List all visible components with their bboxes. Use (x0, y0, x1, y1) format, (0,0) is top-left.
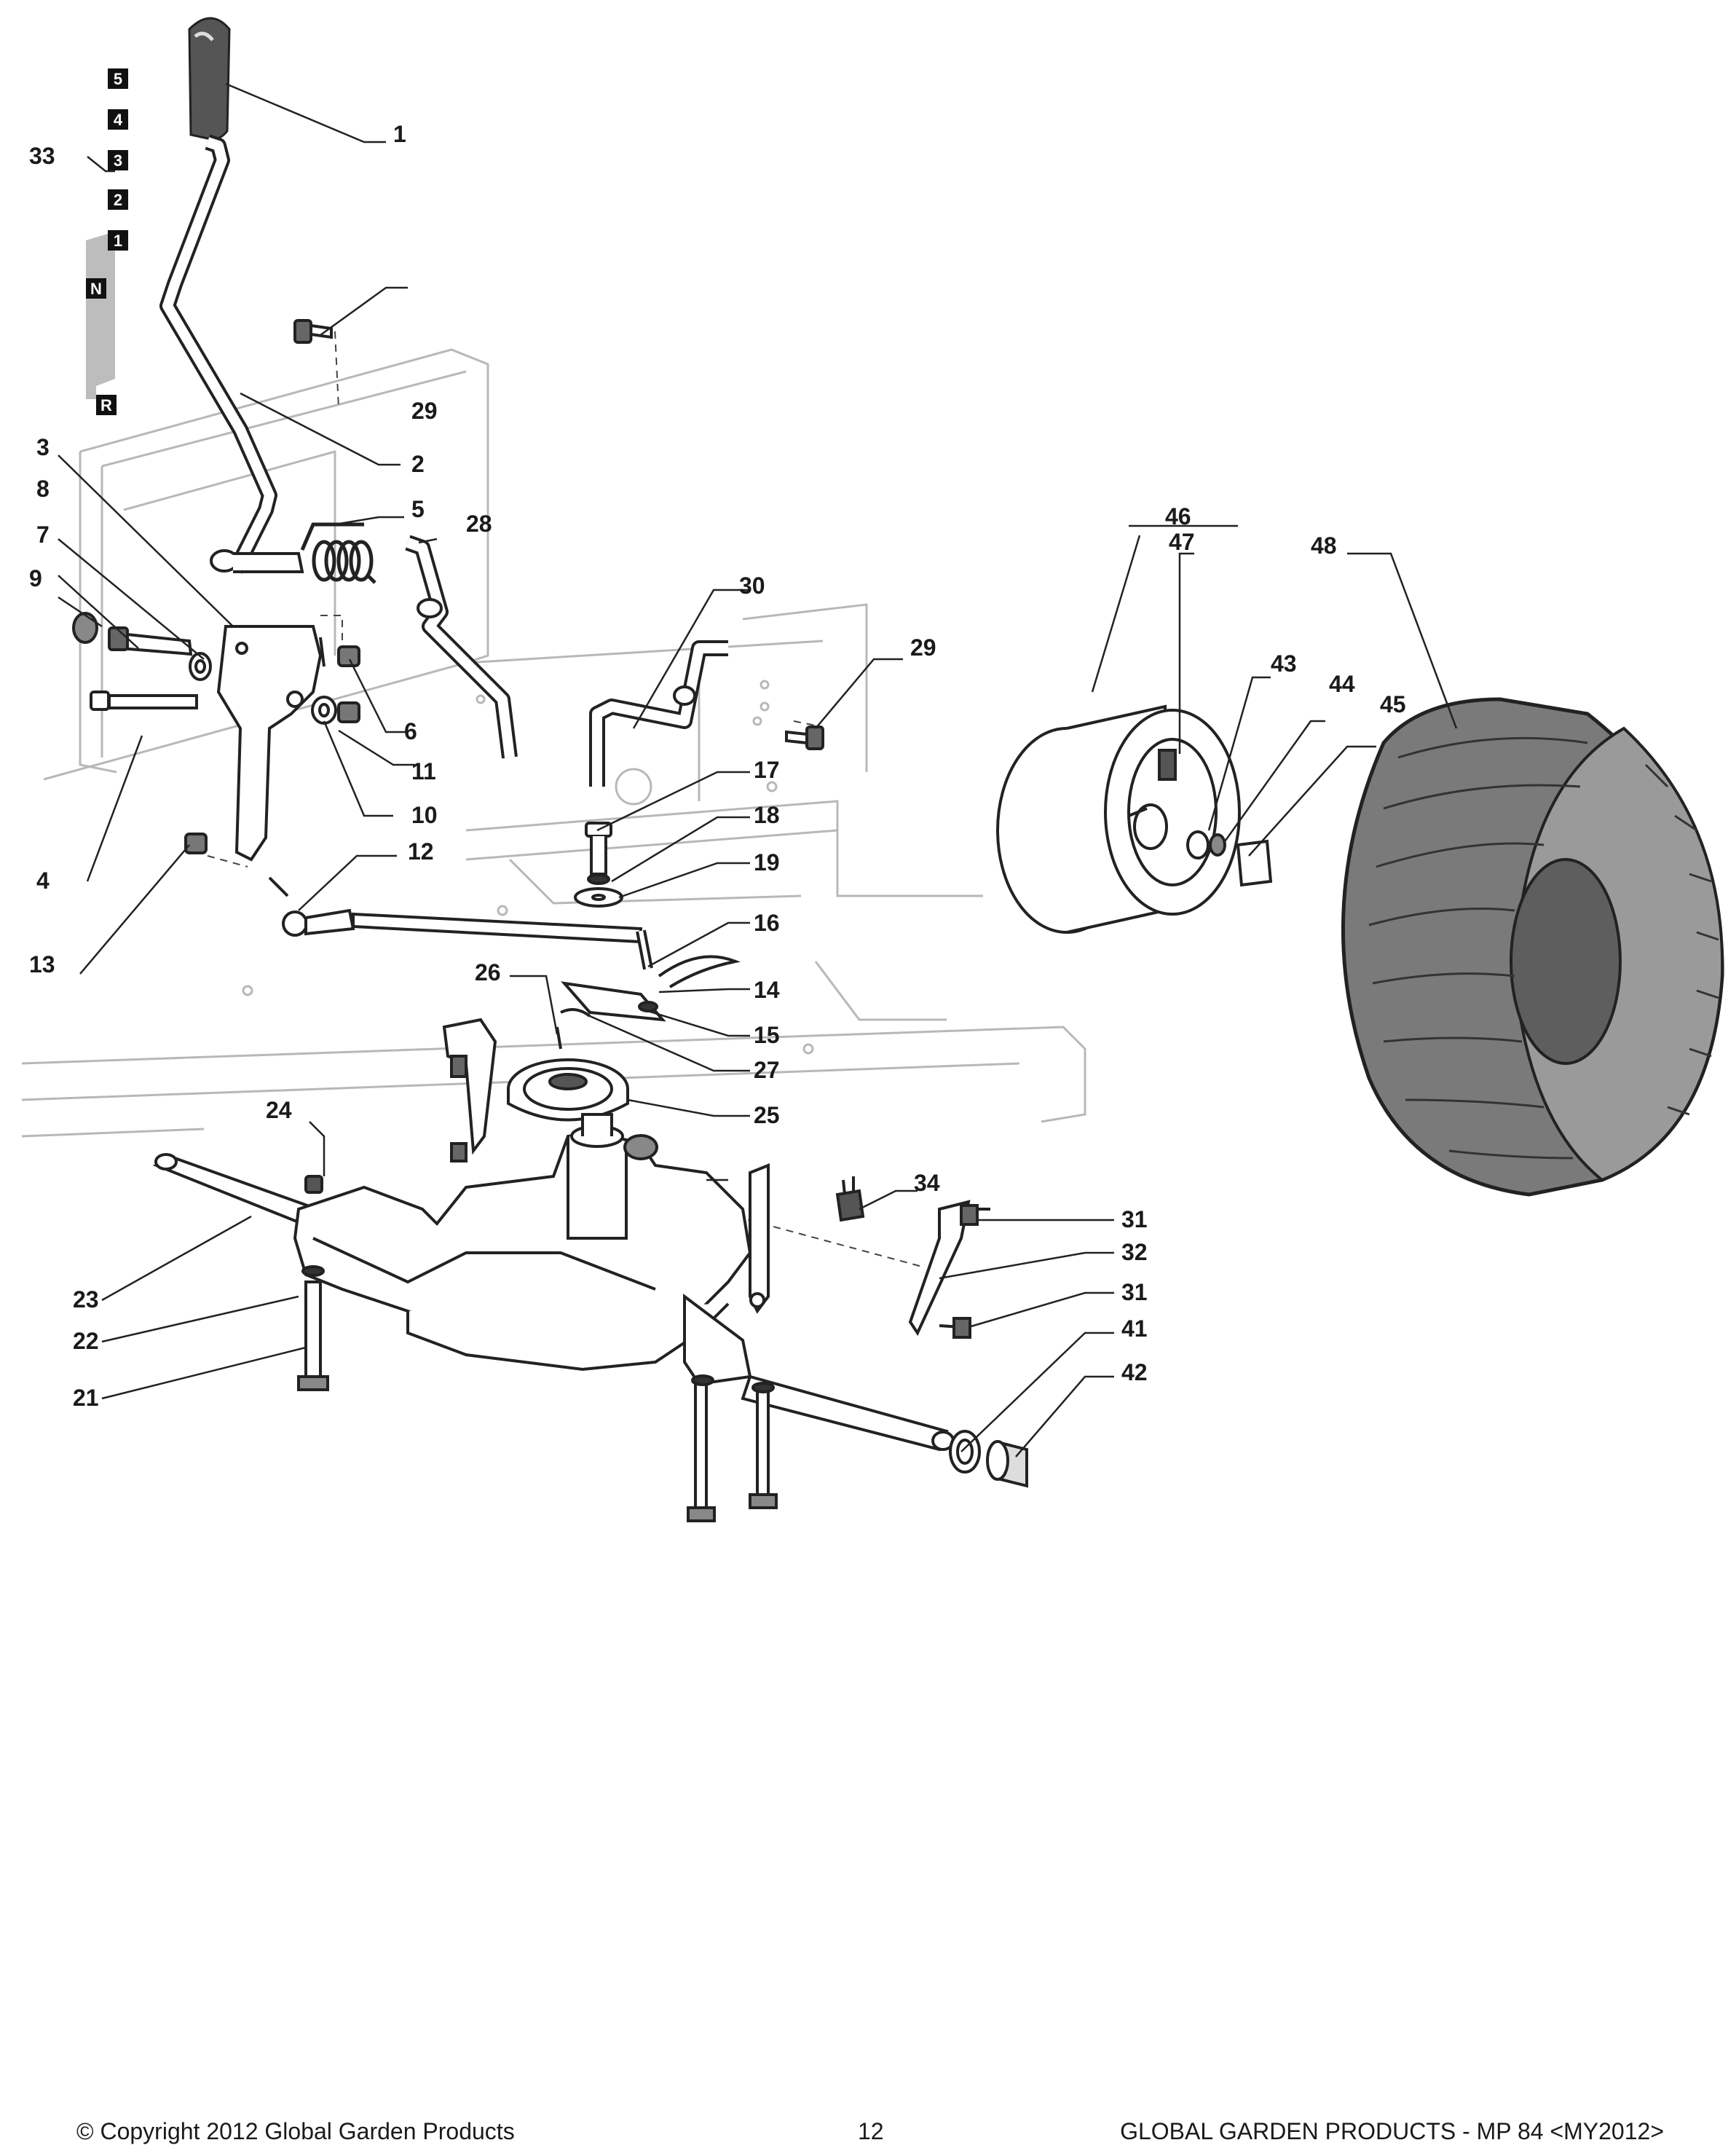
tire (1341, 697, 1724, 1197)
part-callout: 10 (411, 802, 438, 828)
bracket-part (442, 1018, 497, 1162)
part-callout: 14 (754, 977, 780, 1003)
part-callout: 29 (910, 634, 936, 661)
gear-box (108, 68, 128, 89)
wheel-rim (996, 704, 1273, 934)
part-callout: 27 (754, 1057, 780, 1083)
gear-box (108, 230, 128, 251)
gear-label: 4 (114, 111, 123, 129)
gear-label: 2 (114, 191, 122, 209)
gear-label: R (100, 396, 112, 414)
bolt-part (293, 319, 333, 344)
gear-label: 5 (114, 70, 122, 88)
part-callout: 1 (393, 121, 406, 147)
part-callout: 29 (411, 398, 438, 424)
part-callout: 45 (1380, 691, 1406, 717)
part-callout: 16 (754, 910, 780, 936)
part-callout: 6 (404, 718, 417, 744)
axle-hardware (949, 1430, 1028, 1488)
part-callout: 11 (411, 758, 436, 784)
gear-indicator: 5 4 3 2 1N R (86, 68, 128, 415)
gear-label: 1 (114, 232, 122, 250)
part-callout: 43 (1271, 650, 1297, 677)
spring-part (300, 522, 376, 584)
part-callout: 32 (1121, 1239, 1148, 1265)
part-callout: 42 (1121, 1359, 1148, 1385)
part-callout: 2 (411, 451, 425, 477)
transmission-assembly (152, 1113, 955, 1522)
part-callout: 13 (29, 951, 55, 977)
part-callout: 12 (408, 838, 434, 865)
part-callout: 33 (29, 143, 55, 169)
bolt-part (785, 725, 824, 750)
product-title: GLOBAL GARDEN PRODUCTS - MP 84 <MY2012> (1120, 2118, 1664, 2144)
part-callout: 15 (754, 1022, 780, 1048)
part-callout: 8 (36, 476, 50, 502)
part-callout: 47 (1169, 529, 1195, 555)
part-callout: 23 (73, 1286, 99, 1313)
part-callout: 31 (1121, 1206, 1148, 1232)
part-callout: 5 (411, 496, 425, 522)
pulley-part (507, 1008, 629, 1122)
gear-label: 3 (114, 152, 122, 170)
part-callout: 24 (266, 1097, 292, 1123)
switch-bracket-parts (835, 1176, 990, 1339)
part-callout: 30 (739, 573, 765, 599)
lever-bracket (216, 625, 326, 862)
part-callout: 48 (1311, 532, 1337, 559)
part-callout: 28 (466, 511, 492, 537)
part-callout: 18 (754, 802, 780, 828)
linkage-rod (268, 876, 653, 970)
part-callout: 46 (1165, 503, 1191, 530)
shift-lever (159, 17, 304, 574)
part-callout: 17 (754, 757, 780, 783)
part-callout: 4 (36, 867, 50, 894)
leader-lines (58, 82, 1458, 1457)
part-callout: 7 (36, 522, 50, 548)
part-callout: 31 (1121, 1279, 1148, 1305)
gear-box (86, 278, 106, 299)
part-callout: 41 (1121, 1315, 1148, 1342)
gear-box (96, 395, 117, 415)
part-callout: 9 (29, 565, 42, 591)
part-callout: 44 (1329, 671, 1355, 697)
gear-label: N (90, 280, 102, 298)
part-callout: 25 (754, 1102, 780, 1128)
part-callout: 21 (73, 1385, 99, 1411)
page-number: 12 (858, 2118, 884, 2144)
gear-box (108, 189, 128, 210)
bolt-washer-stack (574, 822, 623, 908)
gear-box (108, 109, 128, 130)
part-callout: 34 (914, 1170, 940, 1196)
copyright-text: © Copyright 2012 Global Garden Products (76, 2118, 515, 2144)
part-callout: 26 (475, 959, 501, 985)
part-callout: 19 (754, 849, 780, 876)
part-callout: 3 (36, 434, 50, 460)
part-callout: 22 (73, 1328, 99, 1354)
gear-box (108, 150, 128, 170)
